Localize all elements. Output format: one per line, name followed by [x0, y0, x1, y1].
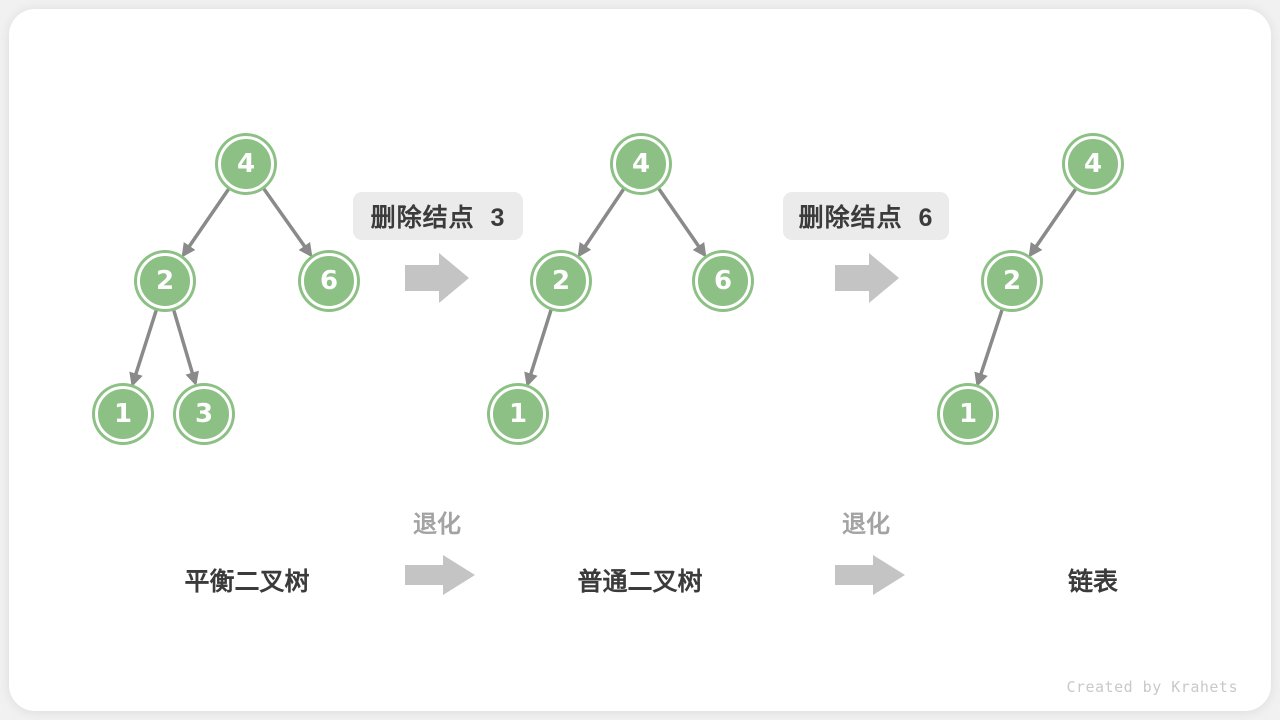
tree2-node-4: 4	[613, 136, 669, 192]
stage-label-balanced-binary-tree: 平衡二叉树	[184, 568, 310, 596]
degrade-label: 退化	[413, 511, 461, 538]
tree3-node-2: 2	[984, 253, 1040, 309]
tree2-node-2: 2	[533, 253, 589, 309]
watermark: Created by Krahets	[1066, 678, 1238, 696]
degrade-label: 退化	[842, 511, 890, 538]
right-arrow-icon	[835, 555, 905, 595]
delete-node-6-label: 删除结点 6	[783, 192, 949, 240]
stage-label-ordinary-binary-tree: 普通二叉树	[577, 568, 703, 596]
tree1-node-6: 6	[301, 253, 357, 309]
right-arrow-icon	[405, 253, 469, 303]
tree1-node-4: 4	[218, 136, 274, 192]
tree1-node-1: 1	[95, 386, 151, 442]
tree1-node-3: 3	[176, 386, 232, 442]
tree1-node-2: 2	[137, 253, 193, 309]
delete-node-3-label: 删除结点 3	[353, 192, 523, 240]
tree2-node-6: 6	[695, 253, 751, 309]
stage-label-linked-list: 链表	[1067, 568, 1119, 596]
right-arrow-icon	[835, 253, 899, 303]
right-arrow-icon	[405, 555, 475, 595]
tree3-node-1: 1	[940, 386, 996, 442]
figure-card	[9, 9, 1271, 711]
tree3-node-4: 4	[1065, 136, 1121, 192]
tree2-node-1: 1	[490, 386, 546, 442]
